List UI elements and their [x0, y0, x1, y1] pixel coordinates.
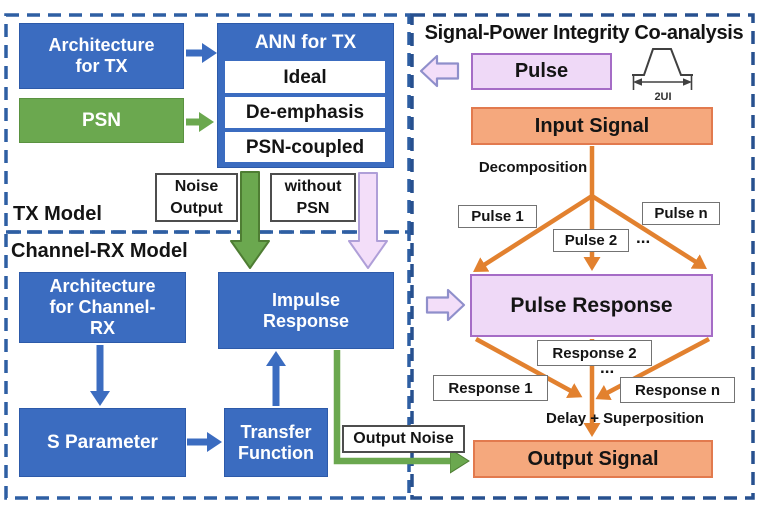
tx-model-panel-label: TX Model: [13, 203, 102, 225]
pulse-2-label: Pulse 2: [553, 229, 629, 252]
response-1-label: Response 1: [433, 375, 548, 401]
output-noise-label: Output Noise: [342, 425, 465, 453]
co-analysis-panel-border: [410, 13, 755, 500]
ann-mode-ideal: Ideal: [225, 61, 385, 93]
without-psn-down-arrow: [348, 172, 388, 269]
pulse-to-tx-left-arrow: [419, 54, 460, 88]
without-psn-label: without PSN: [270, 173, 356, 222]
impulse-to-pulse-response-right-arrow: [425, 288, 466, 322]
impulse-response-label: Impulse Response: [262, 289, 350, 331]
channel-rx-panel-label: Channel-RX Model: [11, 240, 188, 262]
response-n-label: Response n: [620, 377, 735, 403]
ann-for-tx-title: ANN for TX: [254, 32, 357, 54]
channel-rx-panel-border: [4, 230, 411, 500]
response-ellipsis: ...: [600, 358, 615, 377]
pulse-response-box: Pulse Response: [470, 274, 713, 337]
pulse-n-label: Pulse n: [642, 202, 720, 225]
input-signal-box: Input Signal: [471, 107, 713, 145]
noise-output-down-arrow: [230, 171, 270, 269]
pulse-box: Pulse: [471, 53, 612, 90]
architecture-for-channel-rx-box: Architecture for Channel-RX: [19, 272, 186, 343]
psn-label: PSN: [81, 109, 122, 131]
transfer-function-label: Transfer Function: [238, 421, 314, 463]
pulse-1-label: Pulse 1: [458, 205, 537, 228]
pulse-width-2ui-label: 2UI: [654, 91, 672, 103]
architecture-for-tx-box: Architecture for TX: [19, 23, 184, 89]
decomposition-left-arrow: [473, 194, 594, 272]
impulse-response-box: Impulse Response: [218, 272, 394, 349]
ann-mode-psn-coupled: PSN-coupled: [225, 132, 385, 162]
output-noise-elbow-arrow: [333, 350, 451, 461]
ann-for-tx-box: ANN for TX Ideal De-emphasis PSN-coupled: [217, 23, 394, 168]
s-parameter-label: S Parameter: [47, 431, 158, 453]
architecture-for-tx-label: Architecture for TX: [48, 35, 155, 76]
delay-superposition-label: Delay + Superposition: [546, 410, 704, 427]
s-parameter-box: S Parameter: [19, 408, 186, 477]
co-analysis-panel-title: Signal-Power Integrity Co-analysis: [424, 22, 744, 44]
response-2-label: Response 2: [537, 340, 652, 366]
architecture-for-channel-rx-label: Architecture for Channel-RX: [49, 276, 156, 338]
response-left-arrow: [474, 337, 583, 398]
decomposition-right-arrow: [590, 194, 707, 269]
pulse-ellipsis: ...: [636, 228, 651, 247]
psn-box: PSN: [19, 98, 184, 143]
noise-output-label: Noise Output: [155, 173, 238, 222]
transfer-function-box: Transfer Function: [224, 408, 328, 477]
ann-mode-de-emphasis: De-emphasis: [225, 97, 385, 128]
pulse-waveform-icon: [632, 48, 693, 90]
decomposition-label: Decomposition: [478, 159, 588, 176]
output-signal-box: Output Signal: [473, 440, 713, 478]
